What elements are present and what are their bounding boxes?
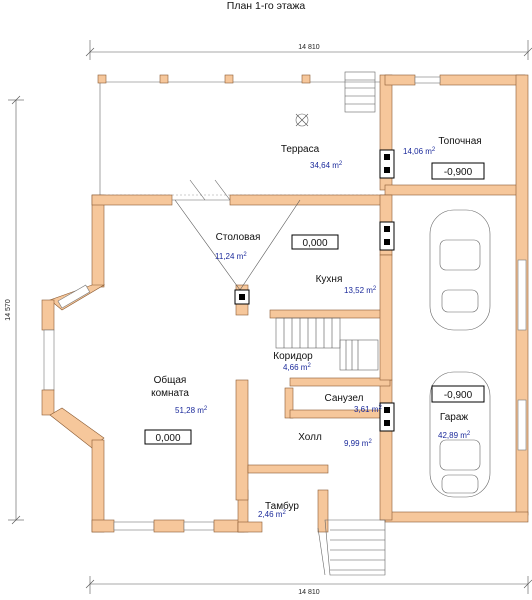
room-living-area: 51,28 m2 [175, 406, 208, 415]
room-vestibule-name: Тамбур [265, 500, 299, 512]
terrace-chair-icon [295, 113, 309, 127]
dimension-left-label: 14 570 [5, 299, 12, 321]
svg-text:0,000: 0,000 [155, 433, 180, 444]
dimension-bottom: 14 810 [85, 576, 532, 596]
svg-text:-0,900: -0,900 [444, 390, 473, 401]
svg-text:0,000: 0,000 [302, 238, 327, 249]
room-living-name-line2: комната [151, 388, 189, 399]
dimension-left: 14 570 [5, 95, 24, 525]
terrace-outline [97, 74, 385, 196]
plan-title: План 1-го этажа [227, 0, 306, 12]
level-mark-garage: -0,900 [431, 385, 485, 403]
room-boiler-name: Топочная [438, 136, 481, 147]
room-dining-area: 11,24 m2 [215, 252, 247, 261]
entrance-steps [317, 519, 386, 576]
room-hall-area: 9,99 m2 [344, 439, 372, 448]
level-mark-kitchen: 0,000 [291, 234, 339, 250]
dimension-top-label: 14 810 [298, 44, 320, 51]
chimney-blocks [234, 149, 395, 432]
room-living-name-line1: Общая [154, 374, 187, 386]
room-terrace-area: 34,64 m2 [310, 161, 343, 170]
dimension-bottom-label: 14 810 [298, 589, 320, 596]
room-kitchen-area: 13,52 m2 [344, 286, 377, 295]
room-corridor-area: 4,66 m2 [283, 363, 311, 372]
interior-walls [235, 254, 393, 501]
dimension-top: 14 810 [85, 40, 532, 60]
room-dining-name: Столовая [216, 232, 261, 243]
interior-stairs [275, 317, 379, 371]
room-boiler-area: 14,06 m2 [403, 147, 436, 156]
level-mark-living: 0,000 [144, 429, 192, 445]
exterior-walls [41, 74, 529, 533]
room-garage-name: Гараж [440, 412, 469, 423]
room-terrace-name: Терраса [281, 144, 320, 155]
room-vestibule-area: 2,46 m2 [258, 510, 286, 519]
svg-text:-0,900: -0,900 [444, 167, 473, 178]
room-bathroom-name: Санузел [325, 393, 364, 404]
room-corridor-name: Коридор [273, 351, 313, 362]
room-garage-area: 42,89 m2 [438, 431, 471, 440]
room-kitchen-name: Кухня [316, 274, 343, 285]
room-bathroom-area: 3,61 m2 [354, 405, 382, 414]
garage-cars [429, 209, 491, 498]
dining-boundary [172, 179, 301, 291]
level-mark-boiler: -0,900 [431, 162, 485, 180]
terrace-steps [344, 71, 376, 113]
room-hall-name: Холл [298, 432, 322, 443]
